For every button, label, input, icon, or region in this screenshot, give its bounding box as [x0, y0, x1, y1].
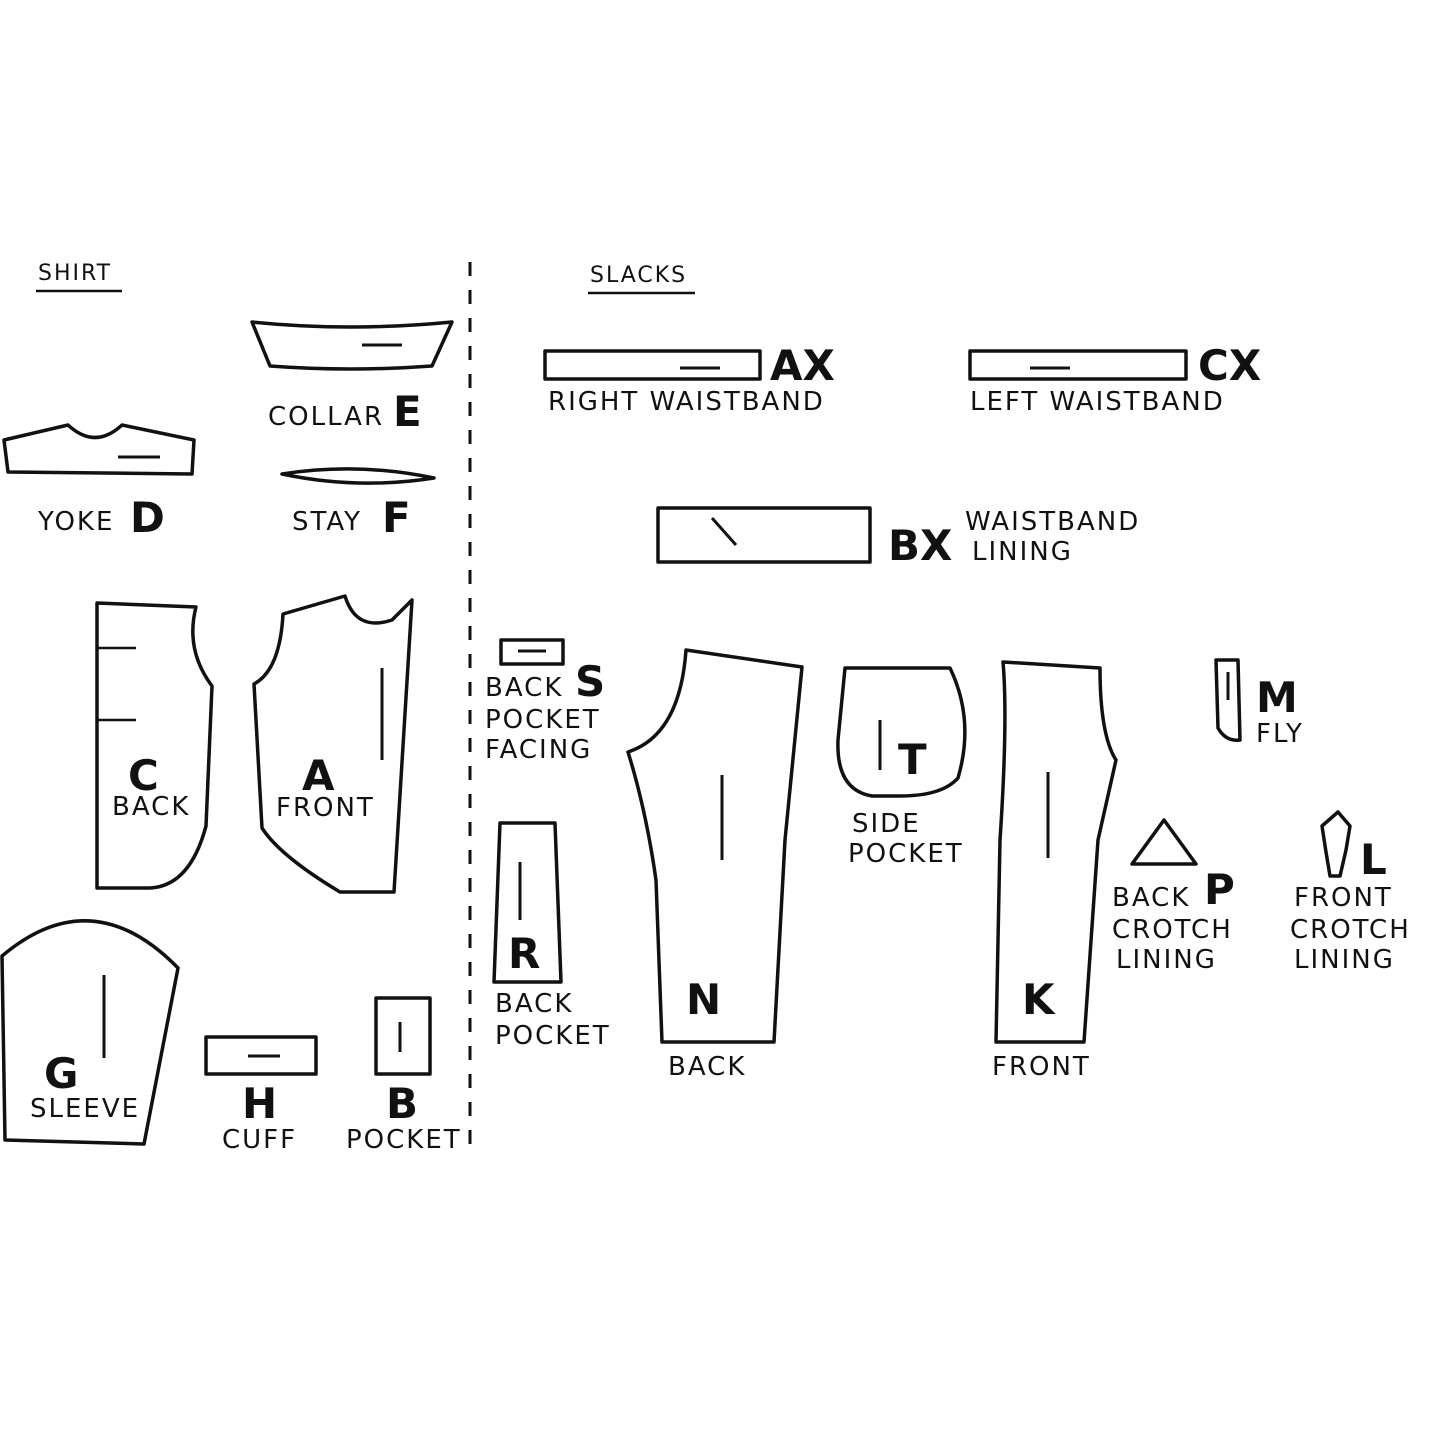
fly-piece: [1214, 658, 1242, 742]
sleeve-piece: [0, 919, 180, 1146]
shirt-pocket-piece: [374, 996, 432, 1076]
back-crotch-lining-label-line-2: CROTCH: [1112, 915, 1233, 945]
shirt-pocket-letter: B: [386, 1079, 418, 1128]
waistband-lining-label-line-1: WAISTBAND: [965, 507, 1140, 537]
slacks-front-label: FRONT: [992, 1052, 1091, 1082]
cuff-piece: [204, 1035, 318, 1076]
side-pocket-letter: T: [898, 735, 927, 784]
waistband-lining-piece: [656, 506, 872, 564]
back-crotch-lining-label-line-1: BACK: [1112, 883, 1190, 913]
shirt-back-letter: C: [128, 751, 159, 800]
slacks-front-letter: K: [1022, 975, 1056, 1024]
sleeve-label: SLEEVE: [30, 1094, 140, 1124]
shirt-front-label: FRONT: [276, 793, 375, 823]
shirt-back-piece: [95, 601, 214, 890]
left-waistband-letter: CX: [1198, 341, 1261, 390]
stay-piece: [280, 467, 436, 485]
fly-letter: M: [1256, 673, 1298, 722]
front-crotch-lining-label-line-1: FRONT: [1294, 883, 1393, 913]
shirt-back-label: BACK: [112, 792, 190, 822]
slacks-heading: SLACKS: [590, 263, 687, 288]
right-waistband-piece: [543, 349, 762, 381]
waistband-lining-letter: BX: [888, 521, 952, 570]
back-pocket-piece: [492, 821, 563, 984]
back-crotch-lining-letter: P: [1204, 865, 1235, 914]
shirt-front-piece: [252, 594, 414, 894]
shirt-front-letter: A: [302, 751, 335, 800]
back-pocket-facing-label-line-2: POCKET: [485, 705, 601, 735]
front-crotch-lining-label-line-2: CROTCH: [1290, 915, 1411, 945]
back-crotch-lining-label-line-3: LINING: [1116, 945, 1217, 975]
slacks-back-letter: N: [686, 975, 721, 1024]
back-pocket-facing-piece: [499, 638, 565, 666]
yoke-label: YOKE: [37, 507, 114, 537]
yoke-letter: D: [130, 493, 165, 542]
fly-label: FLY: [1256, 719, 1304, 749]
shirt-heading: SHIRT: [38, 261, 112, 286]
front-crotch-lining-label-line-3: LINING: [1294, 945, 1395, 975]
side-pocket-piece: [836, 666, 967, 798]
side-pocket-label-line-2: POCKET: [848, 839, 964, 869]
back-pocket-label-line-1: BACK: [495, 989, 573, 1019]
waistband-lining-label-line-2: LINING: [972, 537, 1073, 567]
stay-letter: F: [382, 493, 411, 542]
slacks-back-piece: [626, 648, 804, 1044]
back-pocket-letter: R: [508, 929, 540, 978]
left-waistband-piece: [968, 349, 1188, 381]
collar-letter: E: [393, 387, 422, 436]
back-pocket-facing-letter: S: [575, 657, 605, 706]
front-crotch-lining-letter: L: [1360, 835, 1387, 884]
back-pocket-facing-label-line-3: FACING: [485, 735, 592, 765]
back-pocket-facing-label-line-1: BACK: [485, 673, 563, 703]
back-crotch-lining-piece: [1130, 818, 1198, 866]
yoke-piece: [2, 423, 196, 476]
side-pocket-label-line-1: SIDE: [852, 809, 921, 839]
front-crotch-lining-piece: [1320, 810, 1352, 878]
collar-label: COLLAR: [268, 402, 384, 432]
shirt-pocket-label: POCKET: [346, 1125, 462, 1155]
cuff-letter: H: [242, 1079, 277, 1128]
right-waistband-label: RIGHT WAISTBAND: [548, 387, 825, 417]
left-waistband-label: LEFT WAISTBAND: [970, 387, 1225, 417]
collar-piece: [250, 320, 454, 371]
right-waistband-letter: AX: [770, 341, 835, 390]
slacks-back-label: BACK: [668, 1052, 746, 1082]
slacks-front-piece: [994, 660, 1118, 1044]
back-pocket-label-line-2: POCKET: [495, 1021, 611, 1051]
sleeve-letter: G: [44, 1049, 78, 1098]
cuff-label: CUFF: [222, 1125, 297, 1155]
stay-label: STAY: [292, 507, 362, 537]
